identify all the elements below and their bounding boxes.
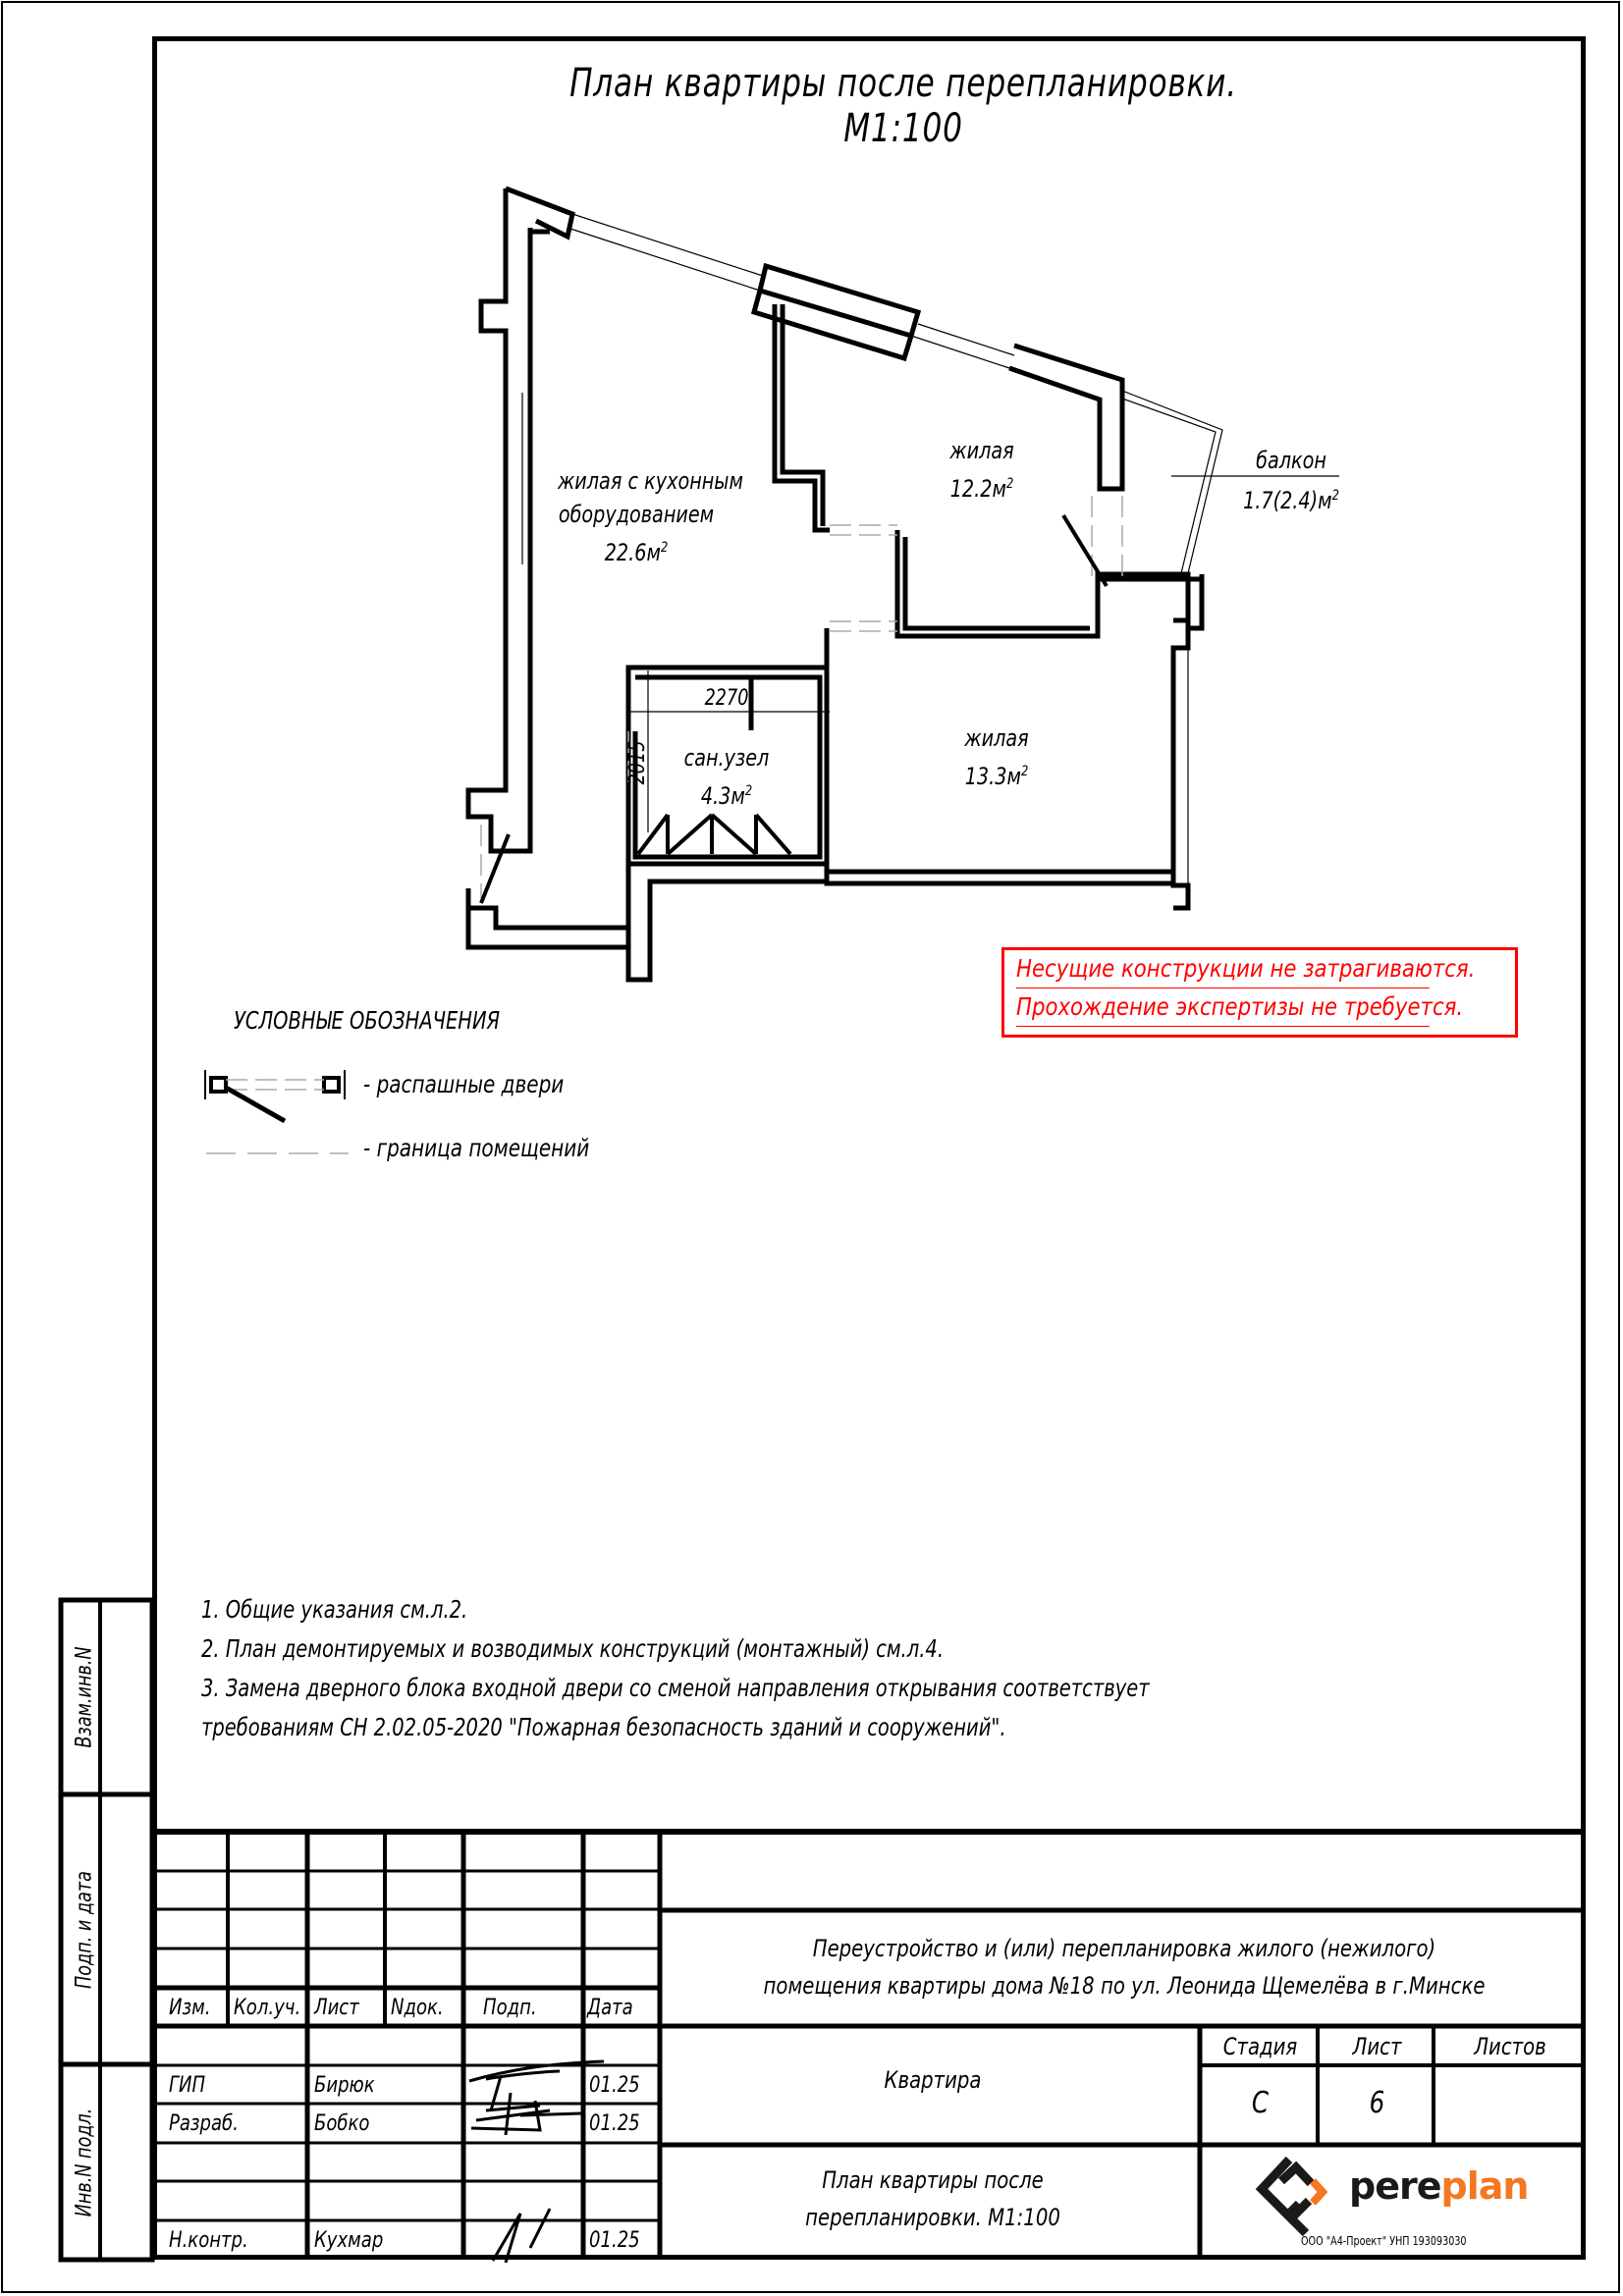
header-doc-no: Nдок. bbox=[391, 1996, 444, 2020]
role-developer: Разраб. bbox=[169, 2111, 239, 2136]
room-area: 12.2м2 bbox=[949, 475, 1014, 503]
glazing-line-3 bbox=[917, 323, 1015, 356]
room-living-kitchen-label: жилая с кухонным оборудованием 22.6м2 bbox=[558, 464, 743, 569]
glazing-line-2 bbox=[567, 227, 761, 292]
room-name: жилая bbox=[949, 437, 1014, 464]
door-leaf-entrance bbox=[479, 833, 511, 904]
project-title: Переустройство и (или) перепланировка жи… bbox=[750, 1930, 1499, 2004]
room-name: жилая bbox=[964, 724, 1029, 752]
project-title-line-2: помещения квартиры дома №18 по ул. Леони… bbox=[763, 1972, 1486, 2000]
stamp-sign-date: Подп. и дата bbox=[72, 1870, 97, 1989]
stage-value: С bbox=[1251, 2086, 1270, 2120]
room-bathroom-label: сан.узел 4.3м2 bbox=[672, 741, 782, 813]
note-1: 1. Общие указания см.л.2. bbox=[201, 1595, 468, 1624]
room-name: сан.узел bbox=[683, 744, 770, 772]
note-3-cont: требованиям СН 2.02.05-2020 "Пожарная бе… bbox=[201, 1713, 1006, 1741]
room-name-2: оборудованием bbox=[558, 501, 715, 528]
sheet-value: 6 bbox=[1369, 2086, 1385, 2120]
room-area: 13.3м2 bbox=[964, 763, 1029, 790]
room-living-2-label: жилая 13.3м2 bbox=[942, 721, 1052, 793]
swing-door-icon bbox=[204, 1070, 346, 1124]
wall-bathroom-inner bbox=[632, 674, 823, 860]
room-area: 22.6м2 bbox=[604, 539, 669, 566]
signature-bobko bbox=[470, 2092, 582, 2136]
stage-label: Стадия bbox=[1222, 2033, 1298, 2060]
name-gip: Бирюк bbox=[314, 2073, 375, 2098]
dimension-width: 2270 bbox=[704, 686, 749, 711]
signature-kukhmar bbox=[491, 2208, 552, 2264]
wall-balcony-left bbox=[1098, 576, 1205, 628]
header-sheet: Лист bbox=[314, 1996, 359, 2020]
header-signature: Подп. bbox=[483, 1996, 537, 2020]
room-balcony-label: балкон 1.7(2.4)м2 bbox=[1236, 444, 1346, 517]
glazing-line-4 bbox=[910, 335, 1010, 369]
date-developer: 01.25 bbox=[589, 2111, 640, 2136]
drawing-frame bbox=[152, 36, 1586, 2260]
wall-room-2-left bbox=[772, 304, 830, 533]
role-gip: ГИП bbox=[169, 2073, 206, 2098]
glazing-line-6 bbox=[1121, 398, 1217, 574]
room-name: балкон bbox=[1256, 447, 1326, 474]
legend-icons bbox=[204, 1070, 349, 1154]
signature-marks bbox=[468, 2059, 605, 2264]
door-leaf-balcony bbox=[1061, 513, 1109, 588]
notice-line-2: Прохождение экспертизы не требуется. bbox=[1016, 988, 1463, 1027]
stamp-replace-inv: Взам.инв.N bbox=[72, 1646, 97, 1748]
legend-title: УСЛОВНЫЕ ОБОЗНАЧЕНИЯ bbox=[234, 1006, 501, 1035]
sheet-title: План квартиры после перепланировки. М1:1… bbox=[569, 61, 1237, 151]
wall-exterior-top-corner bbox=[505, 186, 575, 240]
sheet-label: Лист bbox=[1352, 2033, 1402, 2060]
notice-box: Несущие конструкции не затрагиваются. Пр… bbox=[1001, 947, 1518, 1038]
wall-entrance-2 bbox=[468, 905, 628, 931]
window-segment-2 bbox=[1008, 343, 1125, 492]
legend-item-swing-door: - распашные двери bbox=[363, 1070, 565, 1098]
pereplan-logo-icon bbox=[1255, 2156, 1328, 2237]
bathroom-fixture-1 bbox=[636, 813, 792, 856]
wall-room-2-left-in bbox=[780, 304, 826, 526]
project-title-line-1: Переустройство и (или) перепланировка жи… bbox=[812, 1935, 1436, 1962]
glazing-line-1 bbox=[571, 213, 767, 278]
date-norm-control: 01.25 bbox=[589, 2228, 640, 2253]
company-legal-name: ООО "А4-Проект" УНП 193093030 bbox=[1301, 2234, 1467, 2248]
window-segment-1b bbox=[750, 290, 914, 362]
legend-item-room-boundary: - граница помещений bbox=[363, 1134, 590, 1162]
wall-south bbox=[625, 864, 827, 983]
date-gip: 01.25 bbox=[589, 2073, 640, 2098]
sheets-label: Листов bbox=[1474, 2033, 1546, 2060]
signature-biryuk bbox=[468, 2059, 605, 2111]
glazing-line-5 bbox=[1121, 390, 1223, 574]
room-name: жилая с кухонным bbox=[558, 467, 743, 495]
wall-room-2-bottom-in bbox=[902, 537, 1090, 631]
pereplan-logo-text: pereplan bbox=[1349, 2164, 1529, 2208]
sheet-name-line-2: перепланировки. М1:100 bbox=[805, 2204, 1060, 2231]
name-developer: Бобко bbox=[314, 2111, 370, 2136]
wall-east-column bbox=[1173, 617, 1191, 648]
note-3: 3. Замена дверного блока входной двери с… bbox=[201, 1674, 1150, 1702]
role-norm-control: Н.контр. bbox=[169, 2228, 248, 2253]
room-living-1-label: жилая 12.2м2 bbox=[927, 434, 1037, 506]
header-qty: Кол.уч. bbox=[234, 1996, 301, 2020]
stamp-inv-original: Инв.N подл. bbox=[72, 2108, 97, 2216]
sheet-name: План квартиры после перепланировки. М1:1… bbox=[716, 2162, 1151, 2236]
room-area: 4.3м2 bbox=[700, 782, 753, 810]
sheet-name-line-1: План квартиры после bbox=[822, 2166, 1044, 2194]
note-2: 2. План демонтируемых и возводимых конст… bbox=[201, 1634, 945, 1663]
name-norm-control: Кухмар bbox=[314, 2228, 384, 2253]
header-date: Дата bbox=[587, 1996, 633, 2020]
notice-line-1: Несущие конструкции не затрагиваются. bbox=[1016, 950, 1475, 988]
object-name: Квартира bbox=[884, 2066, 982, 2094]
room-area: 1.7(2.4)м2 bbox=[1243, 487, 1339, 514]
header-change: Изм. bbox=[169, 1996, 211, 2020]
